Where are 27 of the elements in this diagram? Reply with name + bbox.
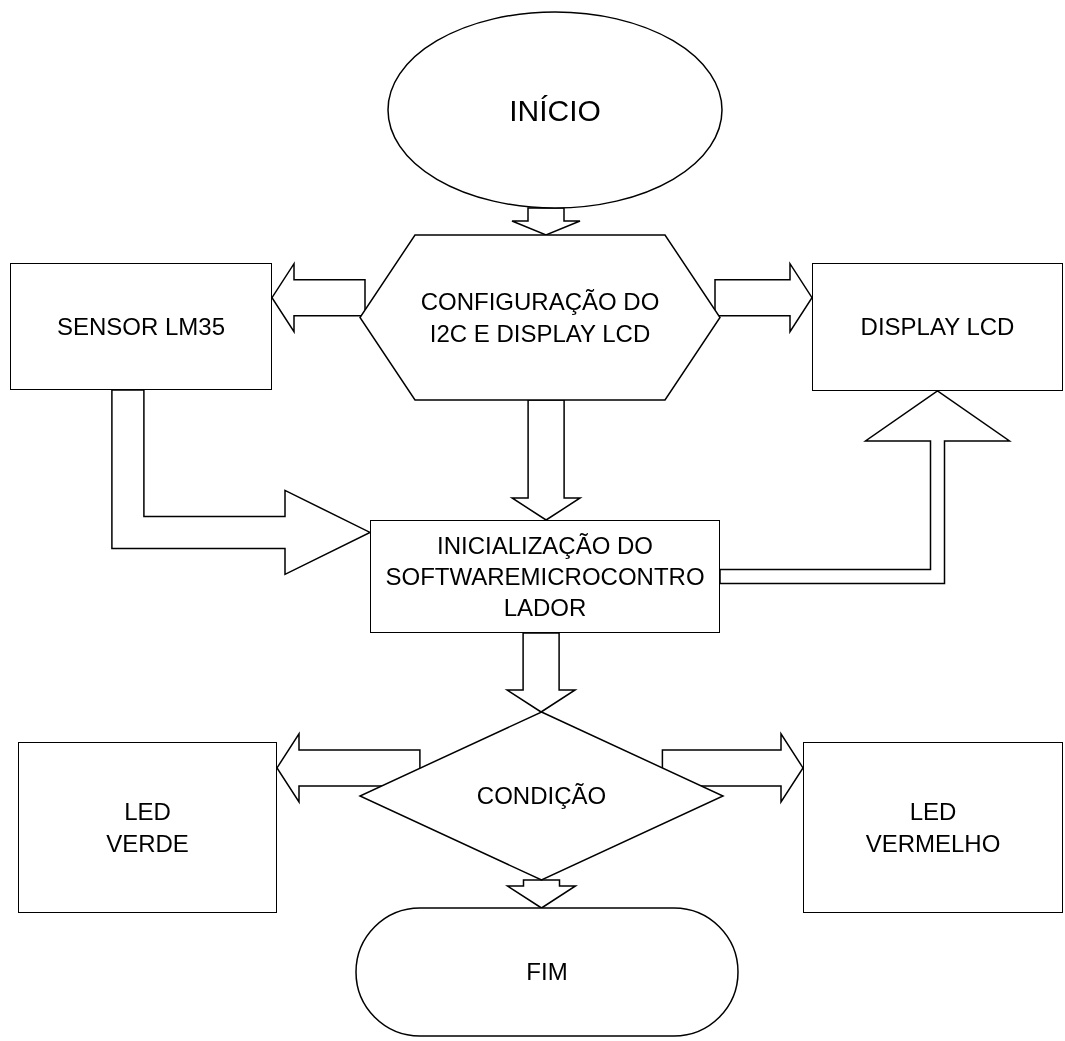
block-arrow <box>661 731 804 805</box>
block-arrow <box>111 389 372 576</box>
node-label: LED VERMELHO <box>864 797 1002 859</box>
process-box <box>812 263 1063 391</box>
node-label: CONDIÇÃO <box>476 781 607 812</box>
node-label: DISPLAY LCD <box>860 312 1015 343</box>
block-arrow <box>276 731 421 805</box>
process-box <box>18 742 277 913</box>
node-label: FIM <box>526 957 568 988</box>
node-label: SENSOR LM35 <box>56 311 226 342</box>
process-box <box>803 742 1063 913</box>
block-arrow <box>271 261 366 335</box>
process-box <box>10 263 272 390</box>
start-ellipse <box>388 12 722 208</box>
block-arrow <box>504 879 579 909</box>
process-hexagon <box>360 235 720 400</box>
decision-diamond <box>360 712 723 880</box>
node-label: INÍCIO <box>509 92 601 129</box>
block-arrow <box>504 632 578 713</box>
block-arrow <box>714 261 813 335</box>
node-label: CONFIGURAÇÃO DO I2C E DISPLAY LCD <box>419 287 661 349</box>
block-arrow <box>509 399 583 521</box>
block-arrow <box>719 390 1012 585</box>
process-box <box>370 520 720 633</box>
node-label: LED VERDE <box>105 797 190 859</box>
node-label: INICIALIZAÇÃO DO SOFTWAREMICROCONTROLADOR <box>384 530 706 624</box>
block-arrow <box>511 207 581 236</box>
